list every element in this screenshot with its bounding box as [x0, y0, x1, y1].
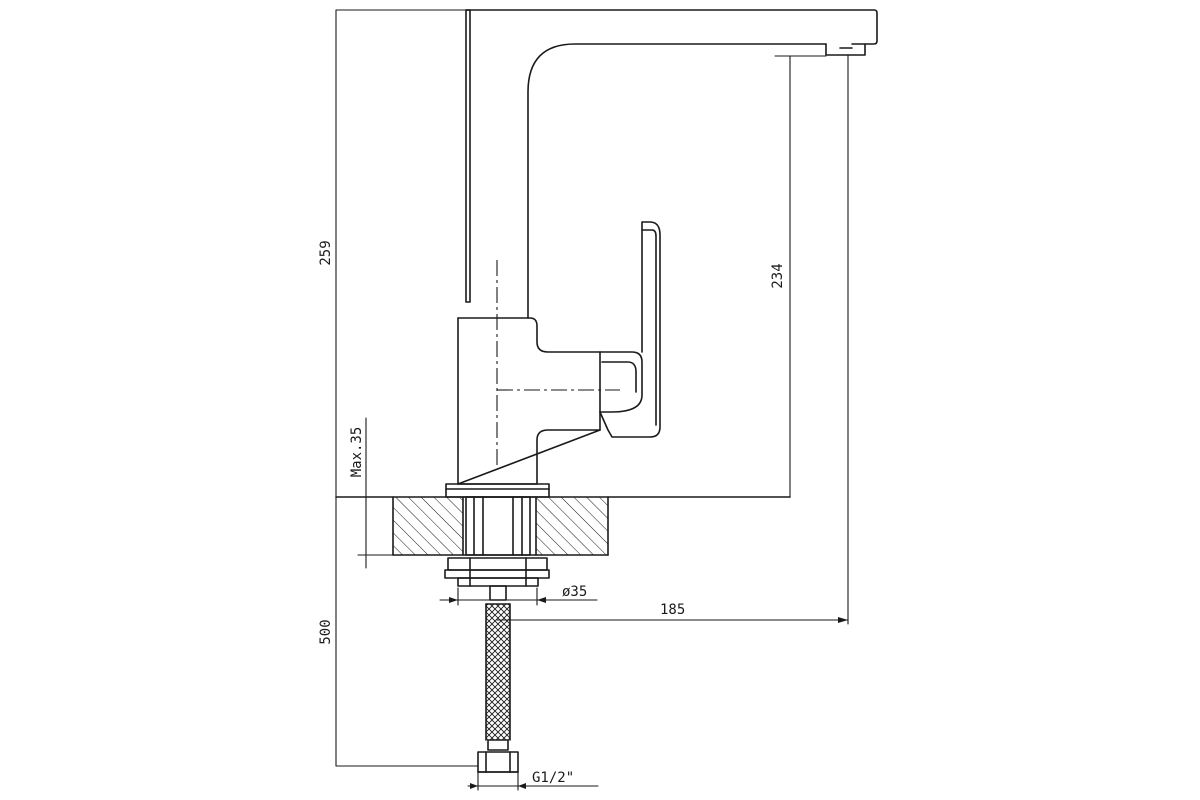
- dimension-hole-diameter: ø35: [439, 584, 598, 606]
- mounting-nut: [444, 557, 550, 587]
- braided-hose: [477, 585, 519, 773]
- dimension-total-height: 259: [318, 9, 467, 498]
- faucet-body: [457, 317, 601, 485]
- dimension-deck-thickness: Max.35: [349, 417, 394, 569]
- dimension-spout-reach-label: 185: [660, 602, 685, 618]
- dimension-total-height-label: 259: [318, 240, 334, 265]
- dimension-hose-length-label: 500: [318, 619, 334, 644]
- centerlines: [496, 260, 620, 470]
- dimension-hole-diameter-label: ø35: [562, 584, 587, 600]
- dimension-deck-thickness-label: Max.35: [349, 427, 365, 478]
- dimension-connection-thread-label: G1/2": [532, 770, 574, 786]
- handle-lever: [599, 221, 661, 438]
- dimension-spout-reach: 185: [496, 54, 849, 625]
- dimension-spout-height-label: 234: [770, 263, 786, 288]
- mounting-shank: [465, 496, 531, 556]
- dimension-spout-height: 234: [770, 55, 827, 498]
- faucet-spout: [465, 9, 878, 319]
- countertop-section: [335, 496, 791, 556]
- dimension-hose-length: 500: [318, 496, 479, 767]
- base-flange: [445, 483, 550, 498]
- dimension-connection-thread: G1/2": [467, 770, 599, 791]
